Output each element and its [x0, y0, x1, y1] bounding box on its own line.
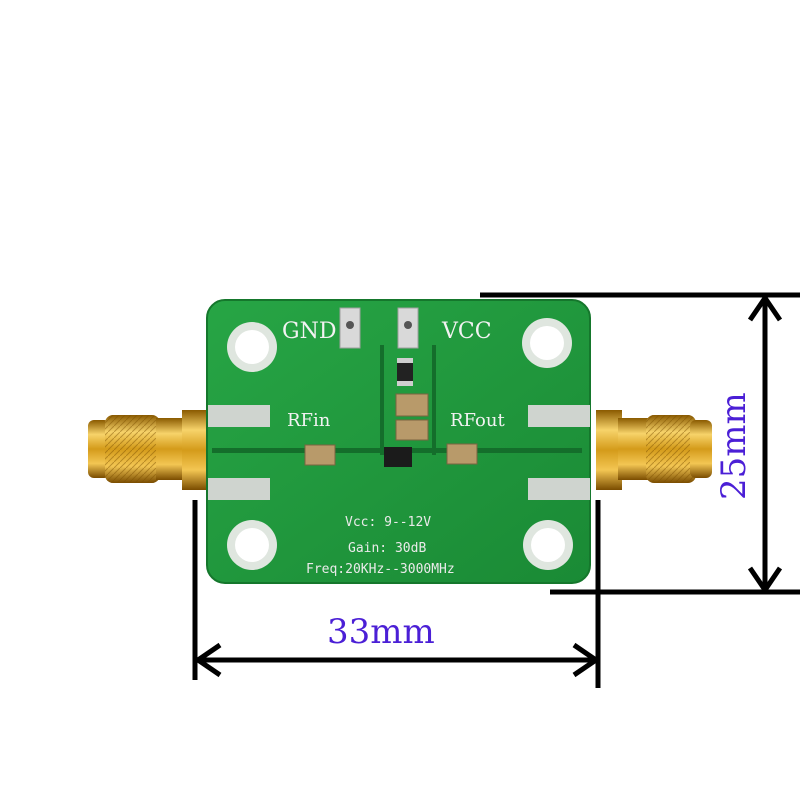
gnd-label: GND	[282, 319, 336, 344]
mounting-hole-top-left	[227, 322, 277, 372]
width-dimension: 33mm	[192, 500, 601, 688]
rf-in-pad-top	[208, 405, 270, 427]
height-dimension: 25mm	[480, 292, 800, 595]
sma-connector-right	[596, 410, 712, 490]
input-capacitor	[304, 444, 336, 466]
resistor	[397, 358, 413, 386]
rf-in-label: RFin	[287, 410, 331, 431]
mounting-hole-top-right	[522, 318, 572, 368]
rf-out-pad-bottom	[528, 478, 590, 500]
amplifier-chip	[384, 447, 412, 467]
capacitor-lower	[395, 419, 429, 441]
rf-out-label: RFout	[450, 410, 505, 431]
rf-out-pad-top	[528, 405, 590, 427]
vcc-label: VCC	[441, 319, 492, 344]
mounting-hole-bottom-right	[523, 520, 573, 570]
spec-vcc: Vcc: 9--12V	[345, 515, 431, 530]
output-capacitor	[446, 443, 478, 465]
spec-gain: Gain: 30dB	[348, 541, 426, 556]
height-label: 25mm	[714, 392, 754, 500]
spec-freq: Freq:20KHz--3000MHz	[306, 562, 455, 577]
mounting-hole-bottom-left	[227, 520, 277, 570]
pcb-board: GND VCC RFin RFout Vcc: 9--12V Gain: 30d…	[206, 299, 591, 584]
capacitor-upper	[395, 393, 429, 417]
sma-connector-left	[88, 410, 208, 490]
width-label: 33mm	[327, 612, 435, 652]
rf-in-pad-bottom	[208, 478, 270, 500]
